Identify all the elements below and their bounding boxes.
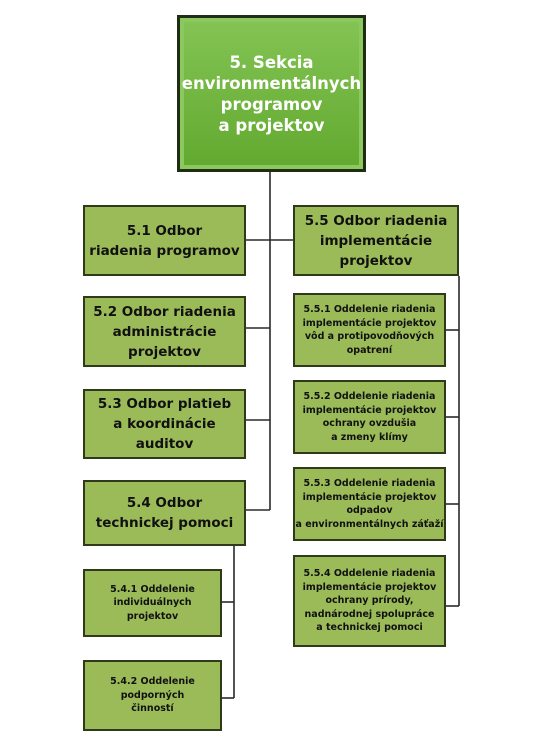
unit-5-5-2-box: 5.5.2 Oddelenie riadenia implementácie p… [293, 380, 446, 454]
unit-5-5-1-box: 5.5.1 Oddelenie riadenia implementácie p… [293, 293, 446, 367]
dept-5-4-box: 5.4 Odbor technickej pomoci [83, 480, 246, 546]
unit-5-5-4-box: 5.5.4 Oddelenie riadenia implementácie p… [293, 555, 446, 647]
root-section-box: 5. Sekcia environmentálnych programov a … [177, 15, 366, 172]
unit-5-4-2-box: 5.4.2 Oddelenie podporných činností [83, 660, 222, 731]
dept-5-2-box: 5.2 Odbor riadenia administrácie projekt… [83, 296, 246, 367]
unit-5-4-1-box: 5.4.1 Oddelenie individuálnych projektov [83, 569, 222, 637]
dept-5-1-box: 5.1 Odbor riadenia programov [83, 205, 246, 276]
dept-5-3-box: 5.3 Odbor platieb a koordinácie auditov [83, 389, 246, 459]
unit-5-5-3-box: 5.5.3 Oddelenie riadenia implementácie p… [293, 467, 446, 541]
dept-5-5-box: 5.5 Odbor riadenia implementácie projekt… [293, 205, 459, 276]
